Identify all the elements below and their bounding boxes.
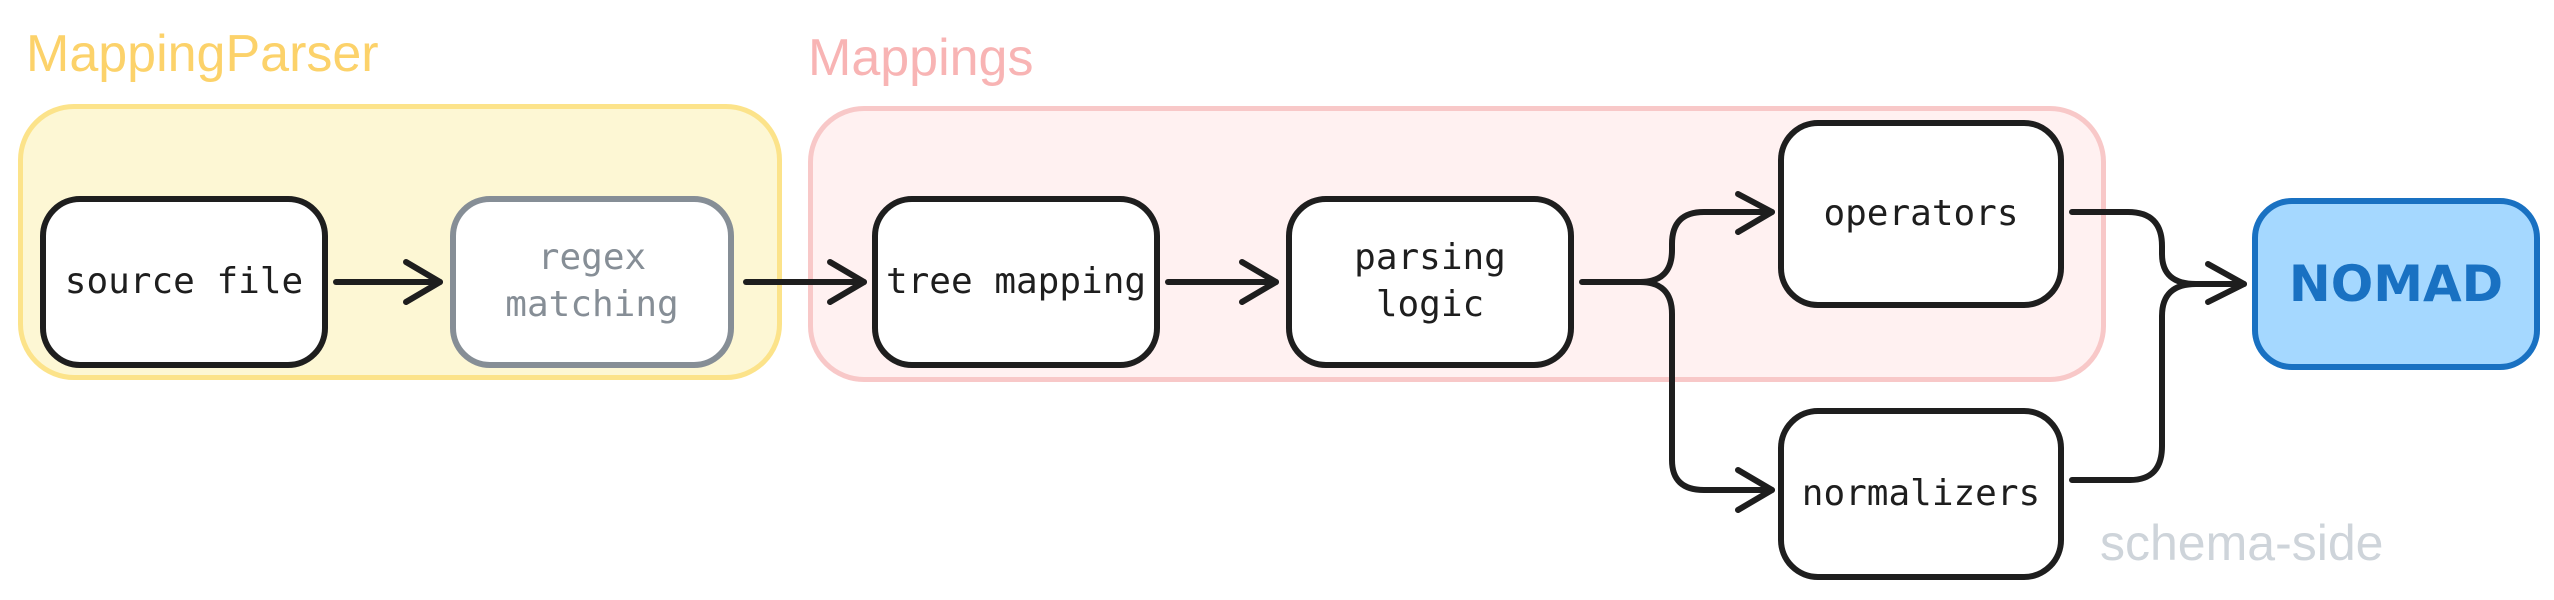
node-normalizers-label: normalizers [1801, 472, 2041, 514]
group-label-mappingparser: MappingParser [26, 25, 379, 83]
node-operators-label: operators [1823, 192, 2019, 234]
arrowhead-parsing [1239, 259, 1279, 305]
edge-parsing-to-operators [1579, 209, 1775, 285]
node-source-file-label: source file [64, 260, 304, 302]
edge-operators-to-nomad [2069, 209, 2247, 287]
arrowhead-regex [403, 259, 443, 305]
node-regex-matching[interactable]: regex matching [450, 196, 734, 368]
node-parsing-logic[interactable]: parsing logic [1286, 196, 1574, 368]
node-source-file[interactable]: source file [40, 196, 328, 368]
node-nomad-label: NOMAD [2288, 254, 2504, 313]
node-operators[interactable]: operators [1778, 120, 2064, 308]
edge-parsing-to-normalizers [1637, 279, 1775, 493]
edge-normalizers-to-nomad [2069, 281, 2199, 483]
group-label-mappings: Mappings [808, 29, 1034, 87]
arrowhead-normalizers [1735, 467, 1775, 513]
node-parsing-logic-label: parsing logic [1354, 237, 1506, 325]
node-regex-matching-label: regex matching [505, 237, 679, 325]
arrowhead-operators [1735, 191, 1775, 235]
node-nomad[interactable]: NOMAD [2252, 198, 2540, 370]
schema-side-label: schema-side [2100, 515, 2384, 571]
node-normalizers[interactable]: normalizers [1778, 408, 2064, 580]
arrowhead-nomad [2205, 261, 2247, 305]
node-tree-mapping[interactable]: tree mapping [872, 196, 1160, 368]
node-tree-mapping-label: tree mapping [885, 260, 1147, 302]
arrowhead-tree [827, 259, 867, 305]
